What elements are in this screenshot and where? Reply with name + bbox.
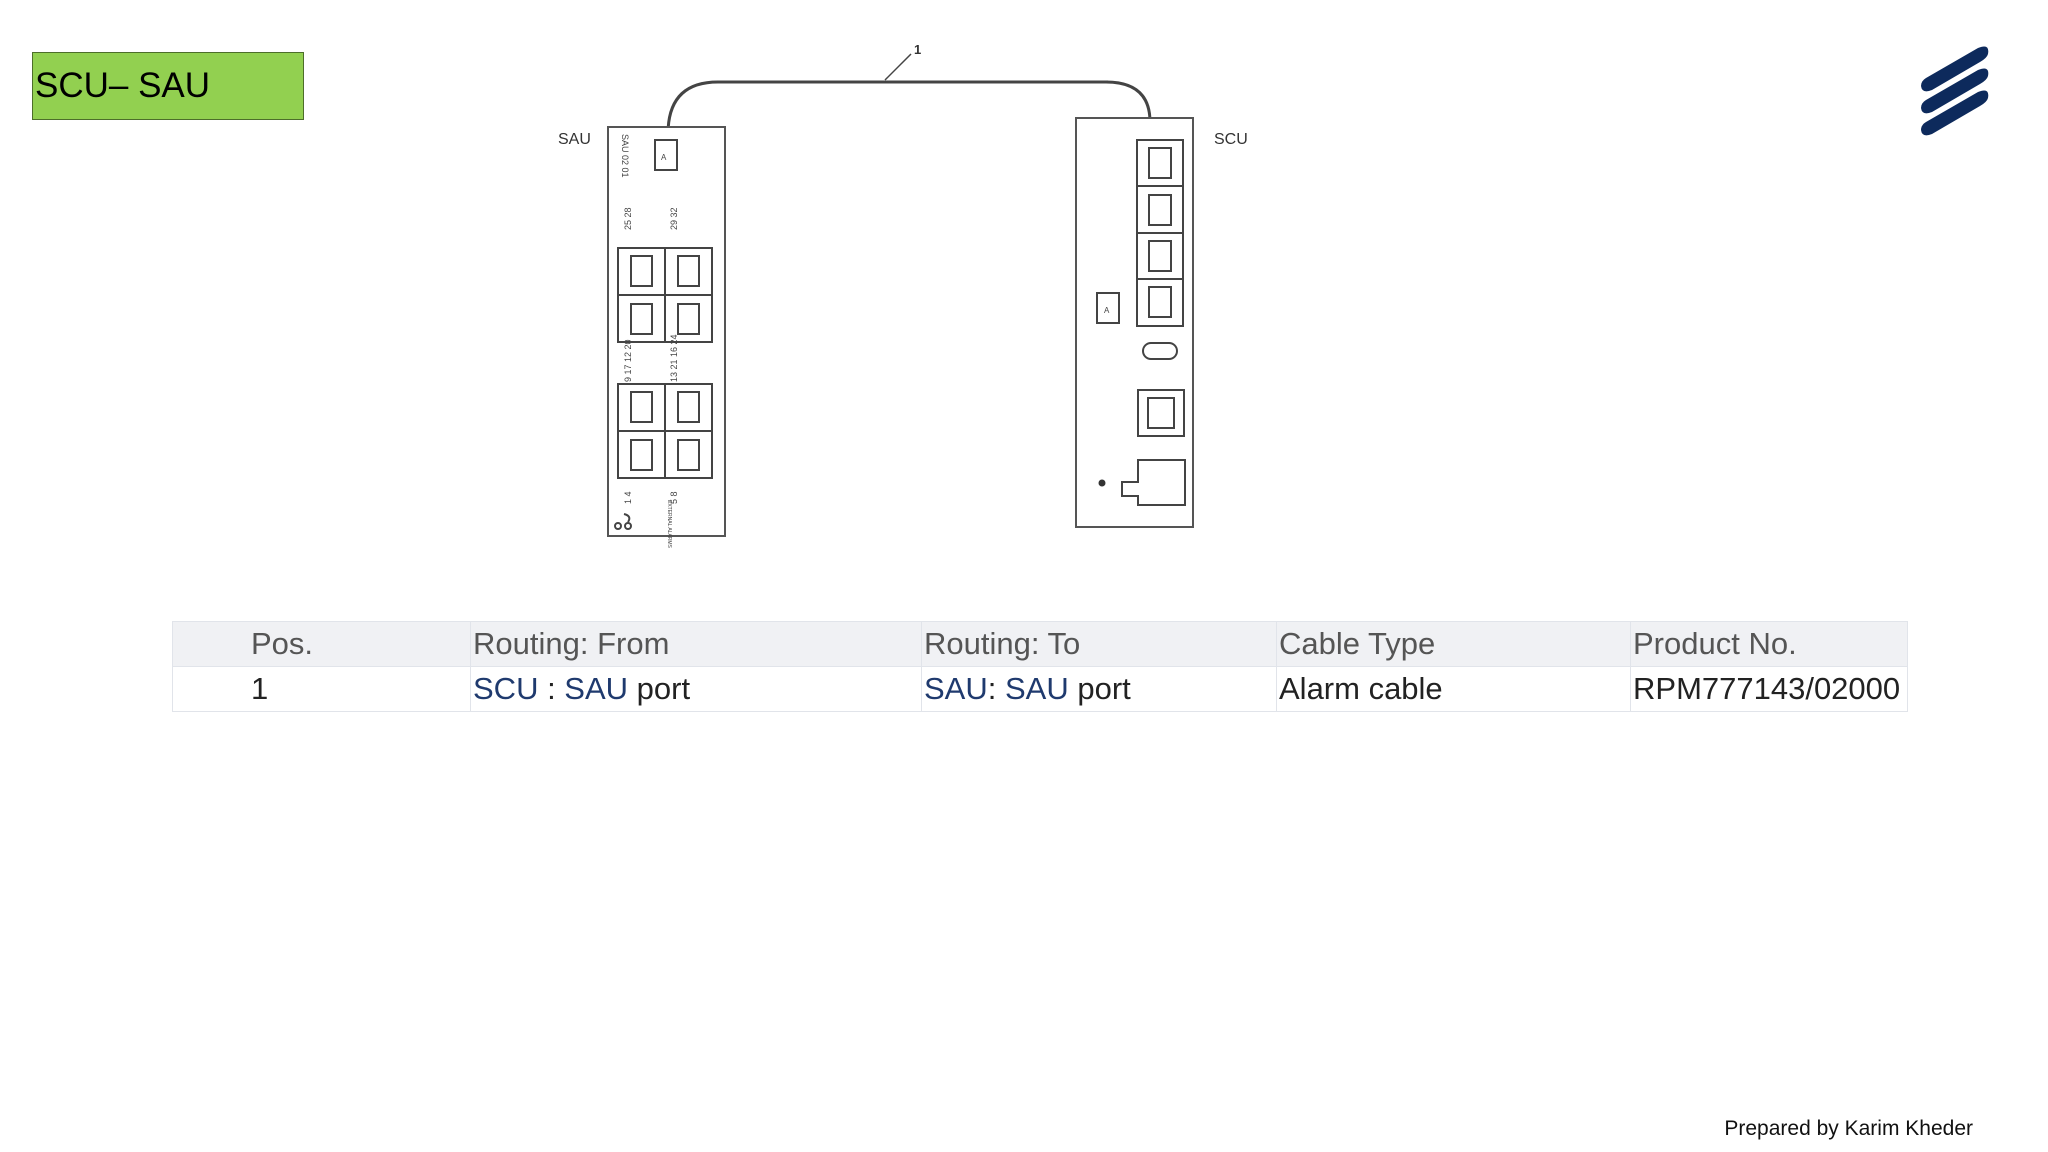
sau-code: SAU 02 01: [620, 134, 630, 178]
cell-product-no: RPM777143/02000: [1630, 666, 1908, 712]
logo-stroke-2: [1921, 68, 1989, 114]
sau-ports-label-tl: 25 28: [623, 207, 633, 230]
scu-port: [1148, 147, 1172, 179]
sau-ground-icon: [614, 513, 632, 530]
scu-led-icon: [1098, 479, 1106, 487]
cell-routing-from: SCU : SAU port: [470, 666, 922, 712]
sau-port-block-top: [617, 247, 713, 343]
slide-title-text: SCU– SAU: [35, 66, 211, 105]
scu-power-port: [1121, 459, 1186, 506]
sau-port: [630, 439, 653, 471]
ericsson-logo: [1921, 46, 1989, 136]
header-routing-from: Routing: From: [470, 621, 922, 667]
sau-label: SAU: [558, 131, 591, 148]
to-separator: :: [987, 671, 1005, 706]
sau-external-alarms-label: EXTERNAL ALARMS: [666, 500, 672, 549]
sau-port: [677, 255, 700, 287]
sau-alarm-port: [654, 139, 678, 171]
scu-label: SCU: [1214, 131, 1248, 148]
header-pos: Pos.: [172, 621, 471, 667]
sau-ports-label-tr: 29 32: [669, 207, 679, 230]
to-suffix: port: [1068, 671, 1131, 706]
from-port: SAU: [564, 671, 629, 706]
sau-port: [630, 391, 653, 423]
cell-cable-type: Alarm cable: [1276, 666, 1631, 712]
header-cable-type: Cable Type: [1276, 621, 1631, 667]
scu-lan-port: [1147, 397, 1175, 429]
to-port: SAU: [1004, 671, 1069, 706]
logo-stroke-1: [1921, 46, 1989, 92]
scu-alarm-port-label: A: [1104, 306, 1110, 315]
sau-alarm-port-label: A: [661, 153, 667, 162]
sau-ports-label-br: 5 8: [669, 491, 679, 504]
sau-port: [677, 439, 700, 471]
cell-routing-to: SAU: SAU port: [921, 666, 1277, 712]
footer-credit: Prepared by Karim Kheder: [1724, 1117, 1973, 1140]
slide-title: SCU– SAU: [32, 52, 304, 120]
cabling-diagram: 1 SAU SAU 02 01 A 25 28 29 32 9 17 12 20…: [558, 42, 1248, 549]
sau-port: [677, 391, 700, 423]
sau-ports-label-mr: 13 21 16 24: [669, 334, 679, 382]
cell-pos: 1: [172, 666, 471, 712]
scu-alarm-port: [1096, 292, 1120, 324]
sau-ports-label-bl: 1 4: [623, 491, 633, 504]
callout-number: 1: [914, 42, 921, 57]
header-product-no: Product No.: [1630, 621, 1908, 667]
scu-port: [1148, 240, 1172, 272]
scu-port: [1148, 286, 1172, 318]
from-suffix: port: [628, 671, 691, 706]
sau-port: [677, 303, 700, 335]
scu-usb-port: [1142, 342, 1178, 360]
sau-port: [630, 303, 653, 335]
from-separator: :: [538, 671, 565, 706]
callout-leader: [884, 53, 912, 81]
from-unit: SCU: [473, 671, 539, 706]
alarm-cable: [666, 80, 1110, 148]
cable-routing-table: Pos. Routing: From Routing: To Cable Typ…: [172, 621, 1908, 712]
sau-port-block-bottom: [617, 383, 713, 479]
table-row: 1 SCU : SAU port SAU: SAU port Alarm cab…: [172, 666, 1908, 712]
sau-port: [630, 255, 653, 287]
sau-ports-label-ml: 9 17 12 20: [623, 339, 633, 382]
scu-port: [1148, 194, 1172, 226]
logo-stroke-3: [1921, 90, 1989, 136]
header-routing-to: Routing: To: [921, 621, 1277, 667]
to-unit: SAU: [924, 671, 988, 706]
scu-port-stack: [1136, 139, 1184, 327]
table-header-row: Pos. Routing: From Routing: To Cable Typ…: [172, 621, 1908, 667]
